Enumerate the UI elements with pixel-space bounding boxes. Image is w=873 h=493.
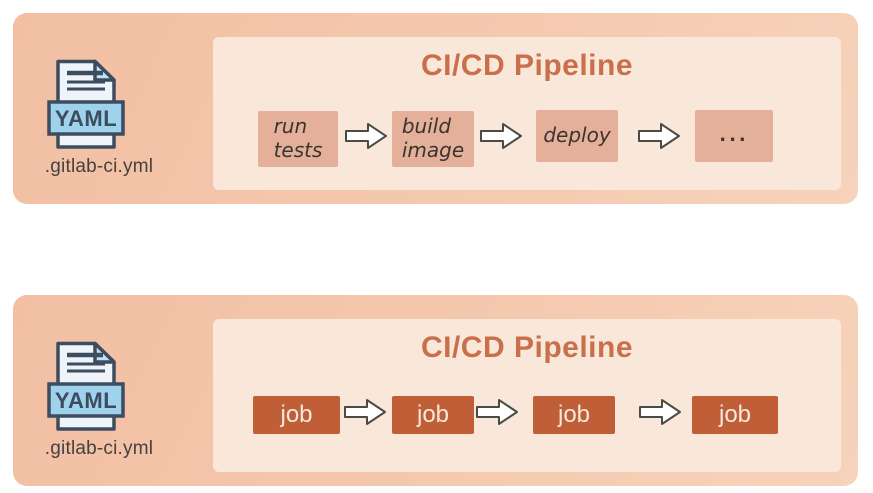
yaml-ribbon: [47, 382, 125, 418]
yaml-file-icon: YAML: [47, 341, 125, 431]
job-label: job: [557, 401, 591, 428]
stage-label: run tests: [273, 114, 323, 162]
stage-label: ...: [719, 125, 749, 147]
pipeline-title: CI/CD Pipeline: [420, 331, 634, 364]
pipeline-job: job: [533, 396, 615, 434]
yaml-ribbon: [47, 100, 125, 136]
filename-label: .gitlab-ci.yml: [44, 438, 154, 459]
arrow-right-icon: [345, 123, 387, 149]
yaml-ribbon-label: YAML: [55, 388, 117, 413]
pipeline-job: job: [392, 396, 474, 434]
pipeline-title: CI/CD Pipeline: [420, 49, 634, 82]
arrow-right-icon: [344, 399, 386, 425]
job-label: job: [280, 401, 313, 428]
yaml-file-icon: YAML: [47, 59, 125, 149]
pipeline-panel-stages: YAML .gitlab-ci.yml CI/CD Pipeline run t…: [13, 13, 858, 204]
pipeline-stage-more: ...: [695, 110, 773, 162]
arrow-right-icon: [638, 123, 680, 149]
job-label: job: [416, 401, 450, 428]
arrow-right-icon: [480, 123, 522, 149]
pipeline-stage-run-tests: run tests: [258, 111, 338, 167]
pipeline-stage-build-image: build image: [392, 111, 474, 167]
pipeline-panel-jobs: YAML .gitlab-ci.yml CI/CD Pipeline job j…: [13, 295, 858, 486]
pipeline-job: job: [253, 396, 340, 434]
pipeline-box: CI/CD Pipeline job job job job: [213, 319, 841, 472]
yaml-ribbon-label: YAML: [55, 106, 117, 131]
filename-label: .gitlab-ci.yml: [44, 156, 154, 177]
pipeline-stage-deploy: deploy: [536, 110, 618, 162]
stage-label: build image: [401, 114, 465, 162]
pipeline-box: CI/CD Pipeline run tests build image dep…: [213, 37, 841, 190]
arrow-right-icon: [476, 399, 518, 425]
job-label: job: [718, 401, 752, 428]
stage-label: deploy: [543, 123, 611, 148]
arrow-right-icon: [639, 399, 681, 425]
pipeline-job: job: [692, 396, 778, 434]
